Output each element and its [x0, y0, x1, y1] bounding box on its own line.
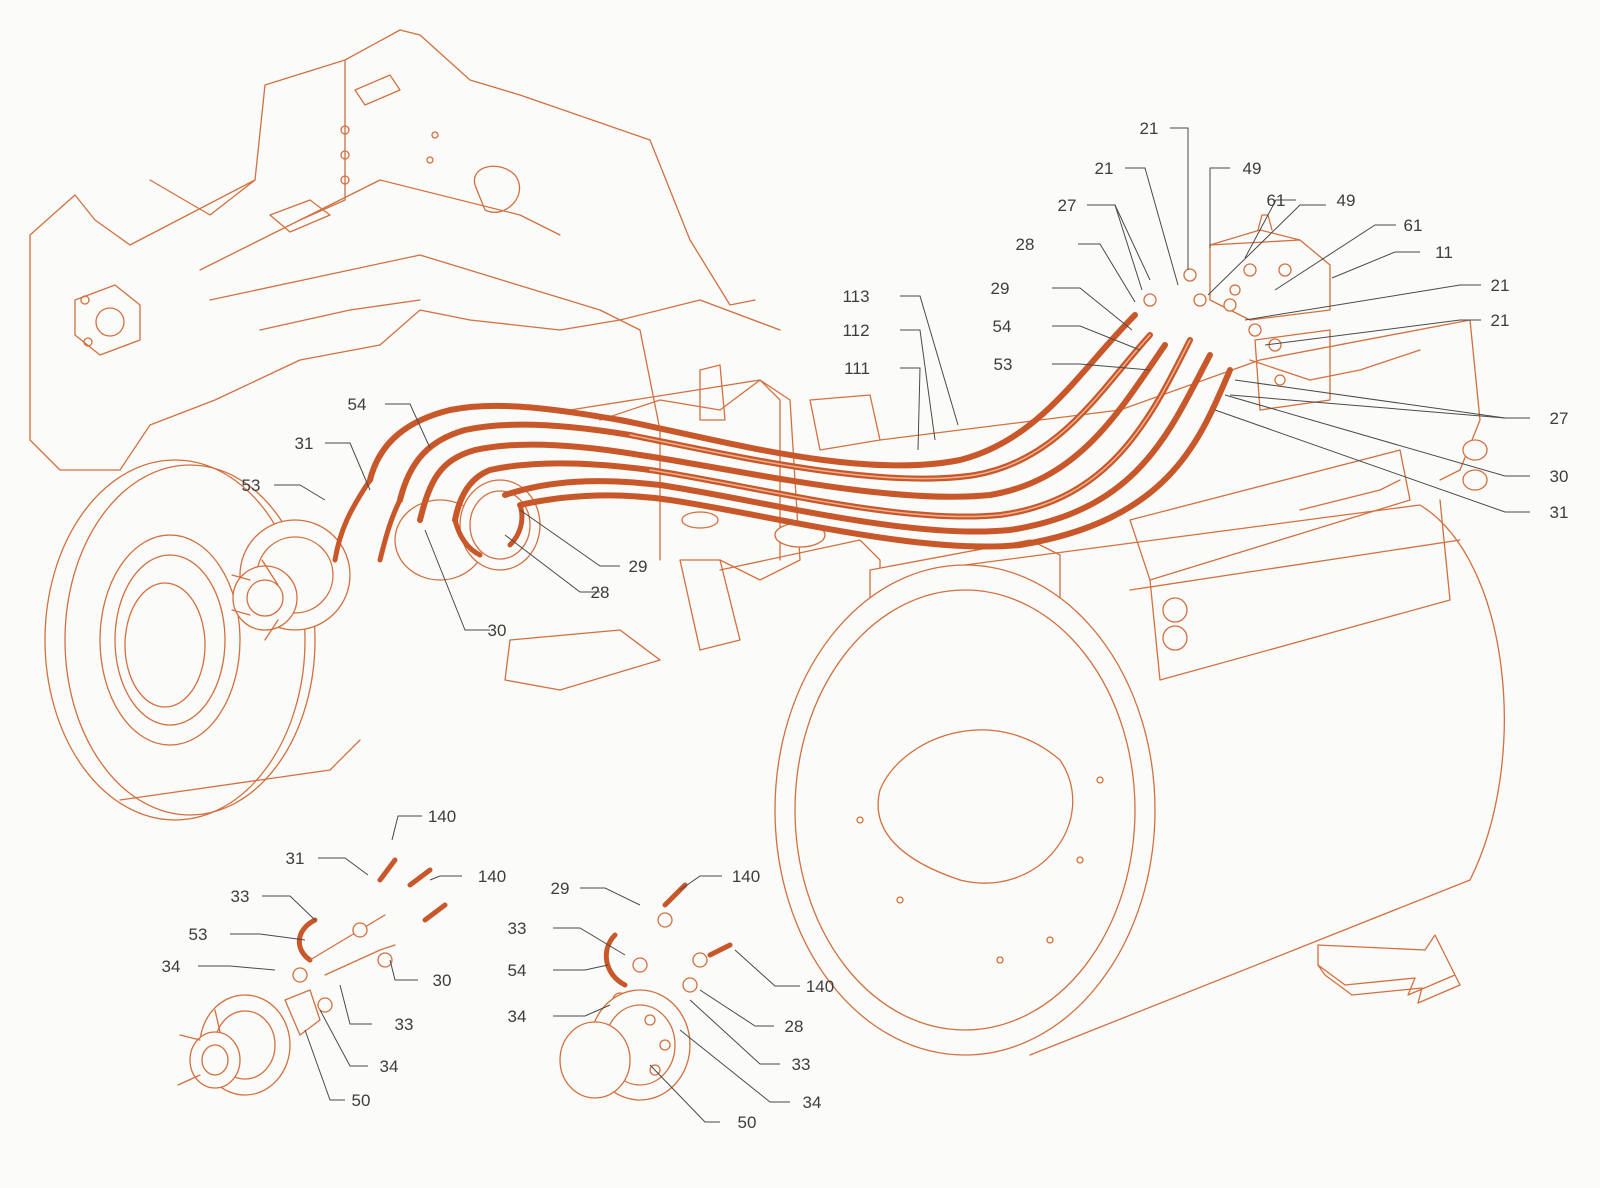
callout-label: 49 — [1243, 159, 1262, 178]
callout-label: 50 — [352, 1091, 371, 1110]
callout-label: 11 — [1435, 243, 1453, 262]
callout-label: 53 — [189, 925, 208, 944]
callout-label: 50 — [738, 1113, 757, 1132]
callout-label: 28 — [1016, 235, 1035, 254]
callout-label: 28 — [785, 1017, 804, 1036]
leader-lines — [198, 127, 1530, 1123]
callout-label: 29 — [991, 279, 1010, 298]
callout-label: 113 — [842, 287, 869, 306]
callout-labels: 21 21 49 27 61 49 28 61 11 29 21 113 54 … — [242, 119, 1569, 640]
callout-label: 140 — [806, 977, 834, 996]
callout-label: 61 — [1404, 216, 1423, 235]
callout-label: 33 — [792, 1055, 811, 1074]
detail-right-drawing — [559, 882, 733, 1101]
callout-label: 34 — [380, 1057, 399, 1076]
callout-label: 27 — [1550, 409, 1569, 428]
machine-frame-drawing — [29, 29, 1505, 1056]
callout-label: 140 — [732, 867, 760, 886]
callout-label: 53 — [994, 355, 1013, 374]
detail-right-labels: 140 29 33 54 140 34 28 33 34 50 — [508, 867, 835, 1132]
callout-label: 53 — [242, 476, 261, 495]
callout-label: 28 — [591, 583, 610, 602]
callout-label: 33 — [508, 919, 527, 938]
hose-bundle — [332, 312, 1233, 563]
callout-label: 27 — [1058, 196, 1077, 215]
callout-label: 140 — [478, 867, 506, 886]
callout-label: 31 — [295, 434, 314, 453]
callout-label: 54 — [348, 395, 367, 414]
callout-label: 31 — [1550, 503, 1569, 522]
callout-label: 34 — [162, 957, 181, 976]
callout-label: 54 — [993, 317, 1012, 336]
callout-label: 21 — [1491, 276, 1510, 295]
callout-label: 30 — [488, 621, 507, 640]
callout-label: 21 — [1095, 159, 1114, 178]
callout-label: 61 — [1267, 191, 1286, 210]
callout-label: 140 — [428, 807, 456, 826]
callout-label: 30 — [1550, 467, 1569, 486]
callout-label: 31 — [286, 849, 305, 868]
callout-label: 54 — [508, 961, 527, 980]
callout-label: 21 — [1491, 311, 1510, 330]
callout-label: 33 — [395, 1015, 414, 1034]
callout-label: 112 — [842, 321, 869, 340]
callout-label: 29 — [551, 879, 570, 898]
detail-left-drawing — [177, 857, 448, 1096]
callout-label: 29 — [629, 557, 648, 576]
callout-label: 30 — [433, 971, 452, 990]
callout-label: 111 — [844, 359, 870, 378]
callout-label: 34 — [508, 1007, 527, 1026]
callout-label: 33 — [231, 887, 250, 906]
callout-label: 21 — [1140, 119, 1159, 138]
callout-label: 34 — [803, 1093, 822, 1112]
detail-left-labels: 140 31 140 33 53 30 34 33 34 50 — [162, 807, 507, 1110]
arrow-icon — [1317, 934, 1461, 1004]
callout-label: 49 — [1337, 191, 1356, 210]
